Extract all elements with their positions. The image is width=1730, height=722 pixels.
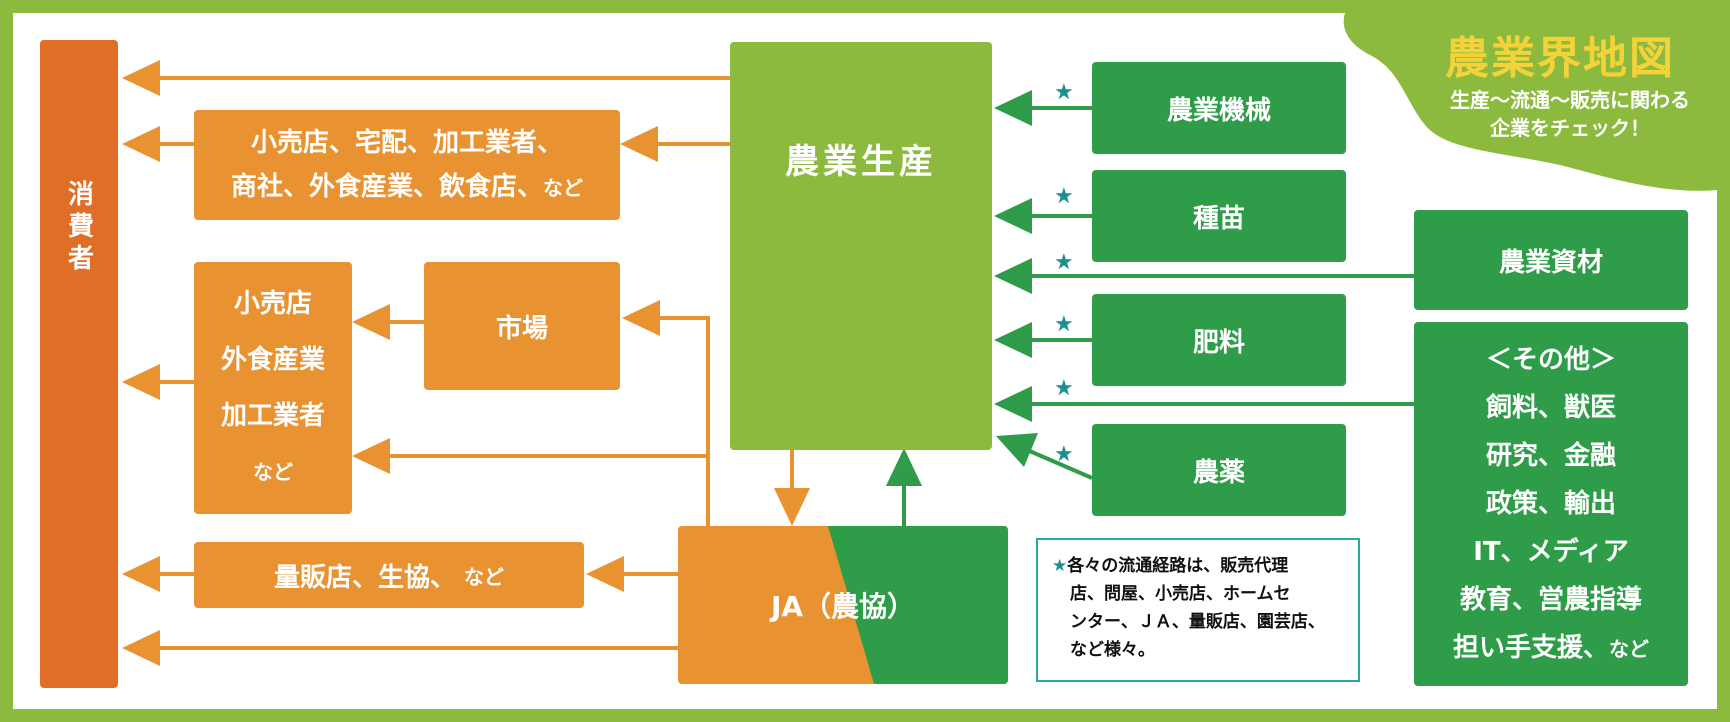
star-icon: ★ [1054,80,1074,105]
retail-top-box: 小売店、宅配、加工業者、 商社、外食産業、飲食店、など [194,110,620,220]
note-line4: など様々。 [1070,640,1155,660]
pesticide-label: 農薬 [1192,457,1245,488]
retail-mid-line1: 小売店 [233,289,312,319]
star-icon: ★ [1054,250,1074,275]
machinery-box: 農業機械 [1092,62,1346,154]
star-icon: ★ [1054,312,1074,337]
map-subtitle-line1: 生産～流通～販売に関わる [1450,88,1690,112]
note-line1: 各々の流通経路は、販売代理 [1067,556,1289,576]
others-header: ＜その他＞ [1485,344,1616,375]
mass-retail-label: 量販店、生協、 [273,562,456,593]
fertilizer-box: 肥料 [1092,294,1346,386]
others-line: 研究、金融 [1485,440,1616,471]
arrow-ja-to-market [646,316,710,526]
market-label: 市場 [495,313,548,344]
note-line1-wrap: ★各々の流通経路は、販売代理 [1052,552,1344,580]
others-line: 教育、営農指導 [1459,584,1642,615]
fertilizer-label: 肥料 [1192,327,1245,358]
others-line: IT、メディア [1473,536,1629,567]
retail-top-line2-small: など [543,175,583,200]
retail-mid-line3: 加工業者 [220,401,325,431]
ja-label: JA（農協） [770,590,916,623]
seeds-label: 種苗 [1192,203,1245,234]
distribution-note: ★各々の流通経路は、販売代理 店、問屋、小売店、ホームセ ンター、ＪＡ、量販店、… [1036,538,1360,682]
retail-mid-line2: 外食産業 [220,345,325,375]
star-icon: ★ [1054,442,1074,467]
star-icon: ★ [1054,184,1074,209]
production-label: 農業生産 [785,142,937,182]
materials-box: 農業資材 [1414,210,1688,310]
seeds-box: 種苗 [1092,170,1346,262]
market-box: 市場 [424,262,620,390]
others-line: 政策、輸出 [1485,488,1616,519]
ja-box-fill [678,526,1008,684]
pesticide-box: 農薬 [1092,424,1346,516]
note-line3: ンター、ＪＡ、量販店、園芸店、 [1070,612,1325,632]
others-line: 担い手支援、 [1452,632,1609,663]
machinery-label: 農業機械 [1166,95,1271,126]
ja-box: JA（農協） [678,526,1008,684]
mass-retail-small: など [464,564,504,589]
retail-mid-box: 小売店 外食産業 加工業者 など [194,262,352,514]
retail-top-line1: 小売店、宅配、加工業者、 [250,127,563,158]
materials-label: 農業資材 [1498,247,1603,278]
others-box: ＜その他＞ 飼料、獣医 研究、金融 政策、輸出 IT、メディア 教育、営農指導 … [1414,322,1688,686]
production-box: 農業生産 [730,42,992,450]
retail-top-line2: 商社、外食産業、飲食店、 [230,171,543,202]
retail-mid-line4: など [253,460,293,484]
map-title: 農業界地図 [1445,33,1675,84]
arrowhead [122,60,160,96]
consumer-box: 消費者 [40,40,118,688]
star-icon: ★ [1054,376,1074,401]
others-last-line-wrap: 担い手支援、など [1453,624,1649,673]
retail-top-line2-wrap: 商社、外食産業、飲食店、など [231,165,583,210]
note-line2: 店、問屋、小売店、ホームセ [1070,584,1291,604]
map-subtitle-line2: 企業をチェック！ [1490,116,1650,140]
consumer-label: 消費者 [63,180,94,276]
others-last-small: など [1609,636,1649,661]
star-icon: ★ [1052,556,1068,576]
mass-retail-box: 量販店、生協、 など [194,542,584,608]
others-line: 飼料、獣医 [1485,392,1616,423]
